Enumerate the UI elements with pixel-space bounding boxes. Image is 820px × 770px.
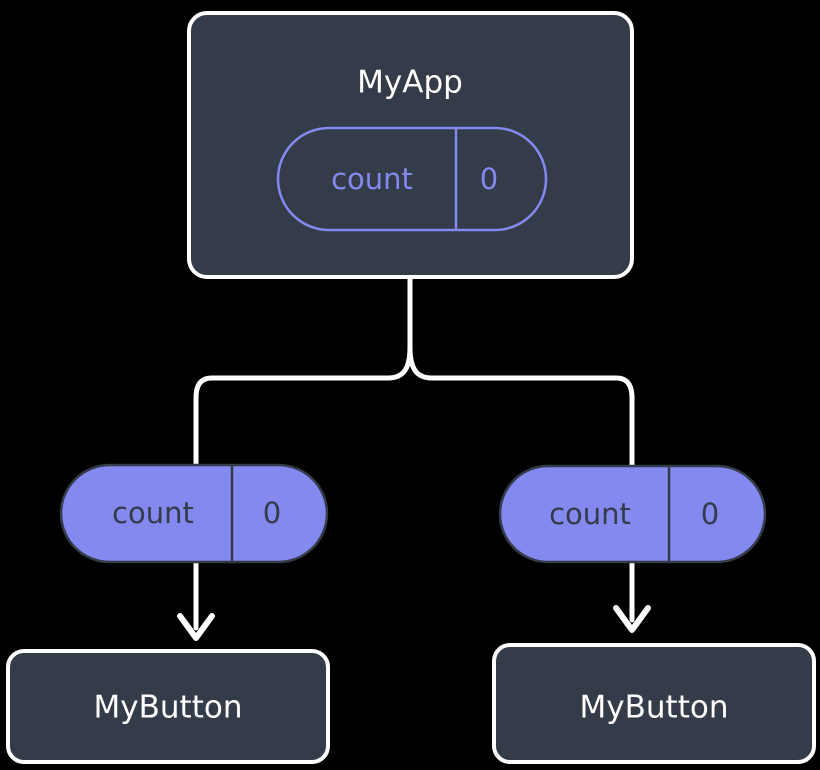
state-pill-myapp-count-value: 0 [480, 162, 498, 196]
component-node-mybutton-left-frame [6, 649, 330, 764]
component-node-mybutton-right-label: MyButton [580, 690, 729, 726]
prop-pill-left-count[interactable]: count 0 [59, 463, 329, 564]
prop-pill-right-count[interactable]: count 0 [498, 464, 767, 564]
state-pill-myapp-count-key: count [331, 162, 413, 196]
prop-pill-right-count-key: count [549, 497, 631, 531]
prop-pill-right-count-value: 0 [701, 497, 719, 531]
component-node-myapp[interactable]: MyApp count 0 [187, 11, 634, 279]
state-pill-myapp-count-frame [276, 126, 548, 232]
prop-pill-left-count-frame [59, 463, 329, 564]
connector-root-to-right-pill [407, 274, 635, 469]
prop-pill-left-count-value: 0 [263, 496, 281, 530]
component-node-mybutton-left[interactable]: MyButton [6, 649, 330, 764]
component-node-mybutton-left-label: MyButton [94, 690, 243, 726]
arrow-right-pill-to-button-head [613, 605, 651, 633]
component-node-myapp-label: MyApp [357, 65, 463, 101]
component-node-myapp-frame [187, 11, 634, 279]
prop-pill-right-count-frame [498, 464, 767, 564]
arrow-left-pill-to-button-head [177, 613, 215, 641]
state-pill-myapp-count[interactable]: count 0 [276, 126, 548, 232]
component-node-mybutton-right-frame [492, 643, 816, 764]
component-node-mybutton-right[interactable]: MyButton [492, 643, 816, 764]
prop-pill-left-count-key: count [112, 496, 194, 530]
